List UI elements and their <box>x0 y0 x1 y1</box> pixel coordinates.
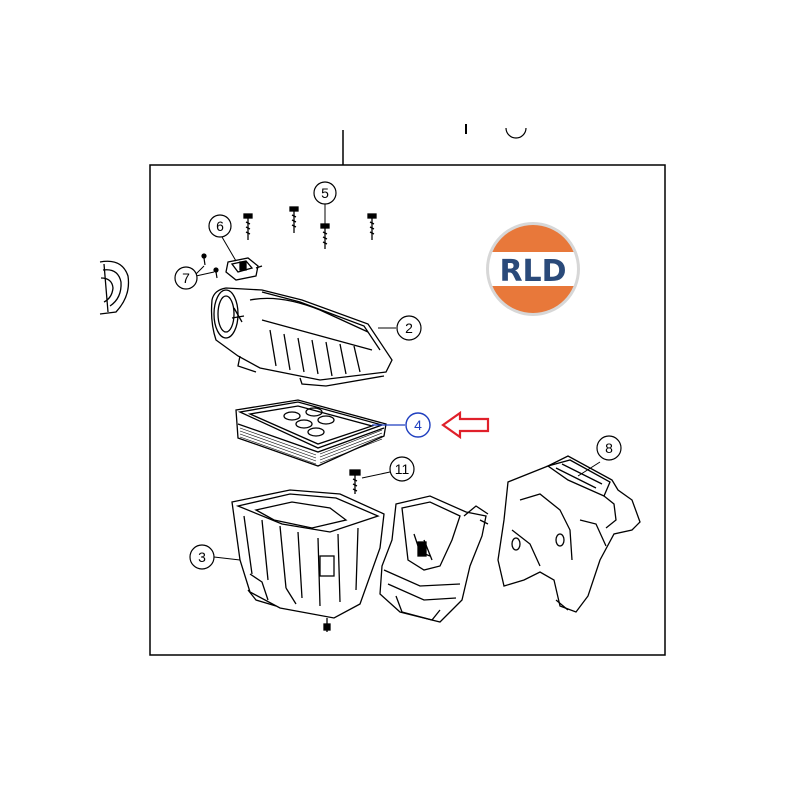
callout-11: 11 <box>389 456 415 482</box>
logo-text: RLD <box>499 254 566 289</box>
partial-hose-outside-frame <box>99 260 130 315</box>
diagram-frame <box>149 164 666 656</box>
housing-base-3 <box>231 489 385 632</box>
callout-8: 8 <box>596 435 622 461</box>
screw <box>243 213 253 240</box>
callout-4-highlighted: 4 <box>405 412 431 438</box>
callout-label: 2 <box>405 320 413 336</box>
leader-line-3 <box>213 556 241 561</box>
sensor-6 <box>225 257 263 281</box>
screw <box>367 213 377 240</box>
callout-label: 6 <box>216 218 224 234</box>
screw <box>289 206 299 233</box>
highlight-arrow <box>441 410 490 440</box>
heat-shield-8 <box>497 455 641 613</box>
rld-logo: RLD <box>486 222 580 316</box>
partial-top-callout <box>465 124 527 139</box>
leader-line-6 <box>221 236 237 262</box>
callout-3: 3 <box>189 544 215 570</box>
leader-line-11 <box>361 471 391 479</box>
callout-label: 8 <box>605 440 613 456</box>
air-filter-4 <box>235 399 387 467</box>
air-cleaner-cover-2 <box>210 287 393 387</box>
bolt-11 <box>349 469 361 494</box>
callout-7: 7 <box>174 266 198 290</box>
intake-duct-bracket <box>379 495 489 623</box>
callout-label: 11 <box>395 461 410 477</box>
callout-label: 7 <box>182 270 190 286</box>
screws-5 <box>243 206 377 249</box>
leader-line-7 <box>195 265 215 277</box>
callout-6: 6 <box>208 214 232 238</box>
callout-label: 4 <box>414 417 422 433</box>
small-screws-7 <box>201 253 219 279</box>
callout-label: 5 <box>321 185 329 201</box>
callout-label: 3 <box>198 549 206 565</box>
screw <box>320 223 330 249</box>
leader-line-8 <box>577 461 601 477</box>
callout-5: 5 <box>313 181 337 205</box>
callout-2: 2 <box>396 315 422 341</box>
